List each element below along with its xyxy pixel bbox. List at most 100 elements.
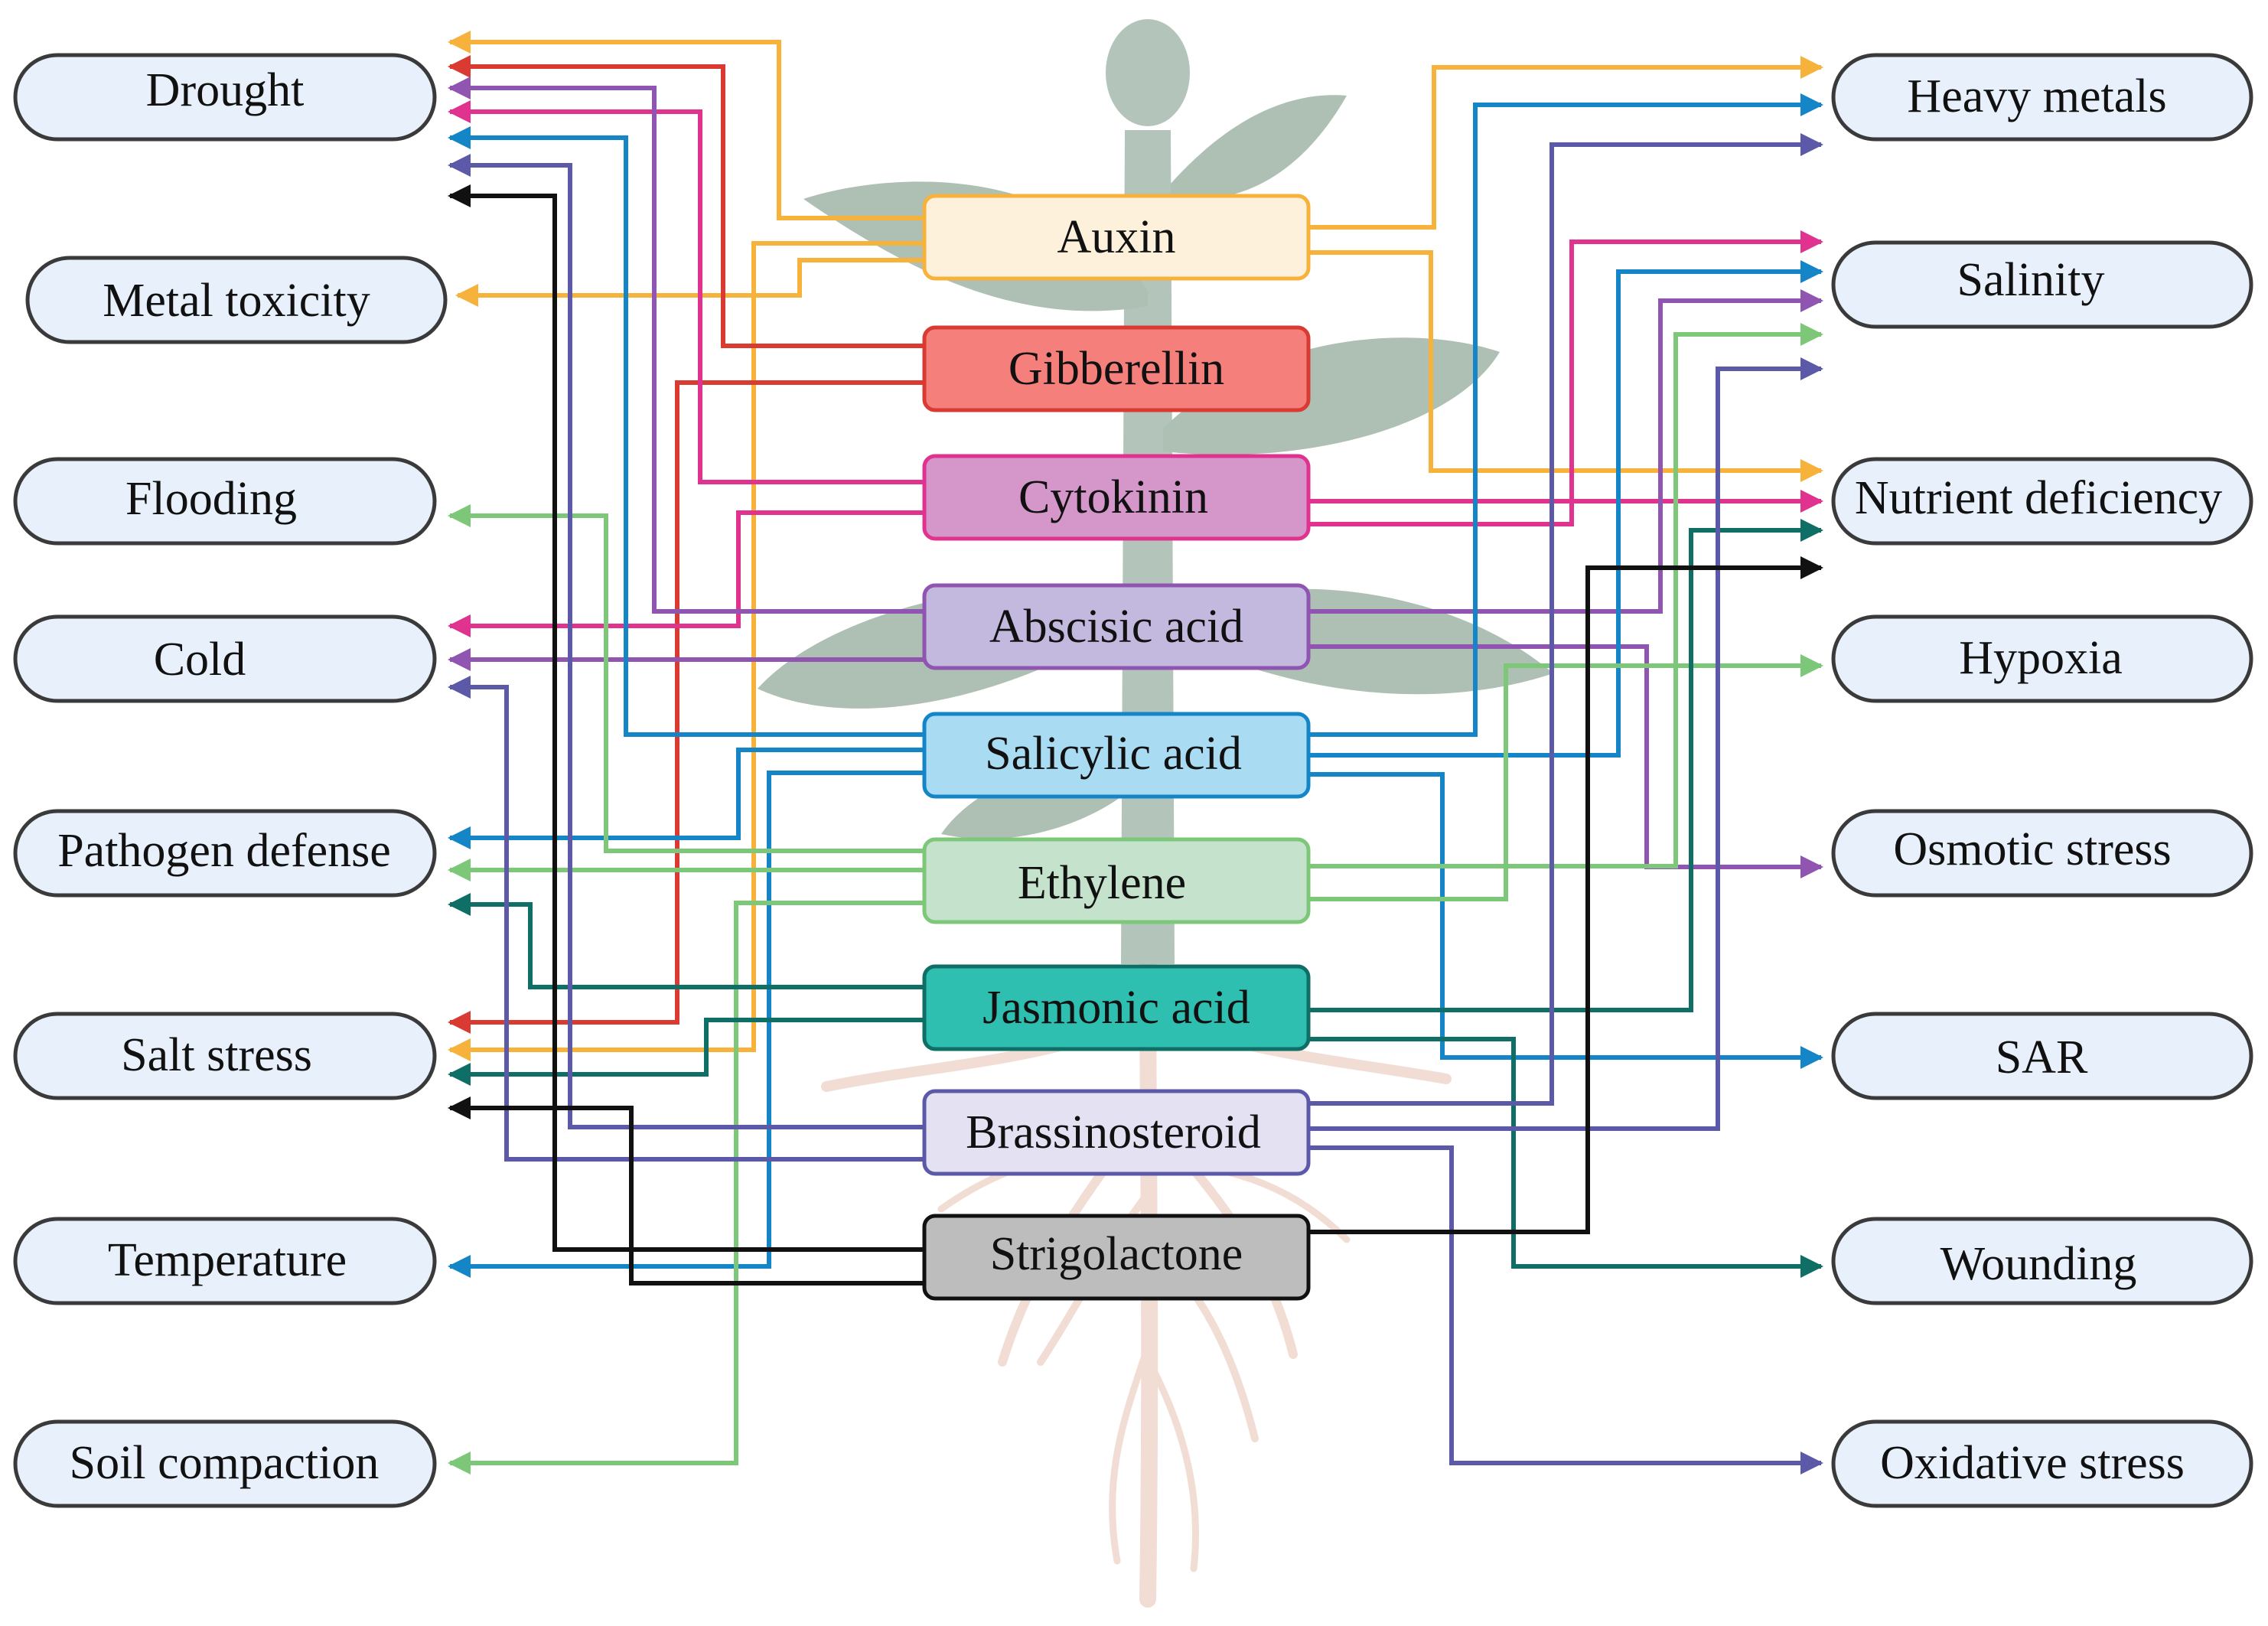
hormone-box-border <box>922 964 1311 1051</box>
connector-arrow-ethylene-21 <box>448 504 924 853</box>
hormone-box-border <box>922 837 1311 924</box>
connector-arrow-auxin-2 <box>455 258 924 307</box>
hormone-box-bg <box>924 1091 1308 1174</box>
stressor-label: Wounding <box>1941 1238 2137 1290</box>
stressor-label: Osmotic stress <box>1893 823 2171 875</box>
hormone-box-border <box>922 1089 1311 1176</box>
hormone-label: Gibberellin <box>1009 343 1224 395</box>
stressor-label: Flooding <box>125 473 297 525</box>
connector-arrow-brassinosteroid-33 <box>1308 357 1823 1131</box>
connector-arrow-brassinosteroid-34 <box>1308 1145 1823 1474</box>
connector-lines <box>448 31 1823 1474</box>
hormone-label: Salicylic acid <box>985 728 1242 780</box>
connector-arrow-salicylic-acid-20 <box>1308 772 1823 1069</box>
connector-arrow-salicylic-acid-18 <box>1308 93 1823 737</box>
connector-arrow-auxin-1 <box>448 241 924 1061</box>
stressor-heavy-metals[interactable]: Heavy metals <box>1831 53 2253 142</box>
connector-arrow-salicylic-acid-16 <box>448 748 924 849</box>
connector-arrow-auxin-4 <box>1308 250 1823 482</box>
hormone-box-border <box>922 325 1311 412</box>
stressor-label: Heavy metals <box>1907 70 2166 122</box>
hormone-ethylene[interactable]: Ethylene <box>922 837 1311 924</box>
connector-arrow-cytokinin-8 <box>448 510 924 637</box>
connector-arrow-ethylene-24 <box>1308 323 1823 868</box>
connector-arrow-auxin-3 <box>1308 56 1823 230</box>
plant-bud <box>1106 19 1190 126</box>
connector-arrow-brassinosteroid-32 <box>1308 133 1823 1106</box>
connector-arrow-strigolactone-37 <box>1308 556 1823 1234</box>
hormone-box-bg <box>924 714 1308 797</box>
stressor-osmotic-stress[interactable]: Osmotic stress <box>1831 809 2253 898</box>
connector-arrow-gibberellin-6 <box>448 380 924 1034</box>
connector-arrow-ethylene-23 <box>448 901 924 1474</box>
connector-arrow-brassinosteroid-31 <box>448 676 924 1162</box>
hormone-brassinosteroid[interactable]: Brassinosteroid <box>922 1089 1311 1176</box>
connector-arrow-salicylic-acid-19 <box>1308 260 1823 758</box>
connector-arrow-abscisic-acid-11 <box>448 77 924 614</box>
hormone-box-bg <box>924 839 1308 922</box>
hormone-box-border <box>922 712 1311 799</box>
hormone-box-border <box>922 194 1311 281</box>
hormone-abscisic-acid[interactable]: Abscisic acid <box>922 583 1311 670</box>
stressor-drought[interactable]: Drought <box>13 53 437 142</box>
stressor-salinity[interactable]: Salinity <box>1831 240 2253 329</box>
connector-arrow-cytokinin-10 <box>1308 230 1823 526</box>
stressor-label: Salt stress <box>121 1029 312 1081</box>
stressor-salt-stress[interactable]: Salt stress <box>13 1012 437 1100</box>
hormone-label: Auxin <box>1057 211 1176 263</box>
connector-arrow-jasmonic-acid-27 <box>448 1018 924 1086</box>
connector-arrow-jasmonic-acid-28 <box>1308 519 1823 1012</box>
stressor-wounding[interactable]: Wounding <box>1831 1217 2253 1305</box>
connector-arrow-abscisic-acid-13 <box>1308 289 1823 614</box>
stressor-label: Drought <box>146 64 305 116</box>
stressor-temperature[interactable]: Temperature <box>13 1217 437 1305</box>
connector-arrow-ethylene-25 <box>1308 654 1823 901</box>
connector-arrow-jasmonic-acid-26 <box>448 893 924 989</box>
hormone-box-bg <box>924 1216 1308 1299</box>
stressor-label: Cold <box>154 634 246 686</box>
stressor-metal-toxicity[interactable]: Metal toxicity <box>25 256 448 344</box>
hormone-strigolactone[interactable]: Strigolactone <box>922 1214 1311 1301</box>
stressor-label: Pathogen defense <box>57 825 391 877</box>
hormone-label: Abscisic acid <box>989 601 1243 653</box>
hormone-box-bg <box>924 966 1308 1049</box>
stressor-nutrient-deficiency[interactable]: Nutrient deficiency <box>1831 457 2253 546</box>
stressor-label: Salinity <box>1957 254 2105 306</box>
stressor-cold[interactable]: Cold <box>13 614 437 703</box>
hormone-auxin[interactable]: Auxin <box>922 194 1311 281</box>
hormone-box-bg <box>924 585 1308 668</box>
hormone-jasmonic-acid[interactable]: Jasmonic acid <box>922 964 1311 1051</box>
hormone-salicylic-acid[interactable]: Salicylic acid <box>922 712 1311 799</box>
connector-arrow-cytokinin-7 <box>448 100 924 484</box>
connector-arrow-salicylic-acid-15 <box>448 126 924 737</box>
hormone-gibberellin[interactable]: Gibberellin <box>922 325 1311 412</box>
left-stressor-column: Drought Metal toxicity Flooding Cold Pat… <box>13 53 448 1508</box>
hormone-label: Jasmonic acid <box>982 982 1250 1034</box>
right-stressor-column: Heavy metals Salinity Nutrient deficienc… <box>1831 53 2253 1508</box>
connector-arrow-auxin-0 <box>448 31 924 220</box>
connector-arrow-brassinosteroid-30 <box>448 154 924 1129</box>
stressor-label: Temperature <box>108 1234 347 1286</box>
stressor-label: SAR <box>1996 1031 2088 1083</box>
hormone-cytokinin[interactable]: Cytokinin <box>922 454 1311 541</box>
hormone-box-bg <box>924 456 1308 539</box>
stressor-pathogen-defense[interactable]: Pathogen defense <box>13 809 437 898</box>
hormone-box-border <box>922 1214 1311 1301</box>
hormone-label: Ethylene <box>1018 857 1186 909</box>
hormone-box-border <box>922 454 1311 541</box>
stressor-soil-compaction[interactable]: Soil compaction <box>13 1419 437 1508</box>
hormone-label: Cytokinin <box>1018 471 1208 523</box>
stressor-flooding[interactable]: Flooding <box>13 457 437 546</box>
connector-arrow-strigolactone-36 <box>448 1096 924 1285</box>
hormone-box-bg <box>924 196 1308 279</box>
connector-arrow-strigolactone-35 <box>448 184 924 1252</box>
connector-arrow-gibberellin-5 <box>448 55 924 348</box>
hormone-box-border <box>922 583 1311 670</box>
stressor-oxidative-stress[interactable]: Oxidative stress <box>1831 1419 2253 1508</box>
stressor-hypoxia[interactable]: Hypoxia <box>1831 614 2253 703</box>
hormone-box-bg <box>924 327 1308 410</box>
hormone-column: Auxin Gibberellin Cytokinin Abscisic aci… <box>922 194 1311 1301</box>
stressor-sar[interactable]: SAR <box>1831 1012 2253 1100</box>
stressor-label: Metal toxicity <box>103 275 370 327</box>
